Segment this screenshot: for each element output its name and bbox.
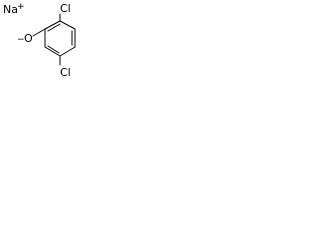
ring-bond-2 (59, 20, 76, 30)
ring-bond-1 (44, 20, 61, 30)
sodium-label: Na (3, 3, 18, 16)
ring-bond-5 (44, 46, 61, 57)
structure-canvas: Na + O − Cl Cl (3, 2, 76, 79)
ring-bond-4 (59, 46, 76, 57)
sodium-charge: + (17, 2, 25, 12)
oxygen-charge: − (17, 35, 25, 45)
chlorine-top-label: Cl (60, 2, 71, 15)
double-bond-inner-3 (47, 45, 60, 54)
double-bond-inner-1 (47, 23, 61, 32)
oxygen-label: O (24, 32, 33, 45)
bond-to-oxygen (32, 28, 46, 37)
chlorine-bottom-label: Cl (60, 66, 71, 79)
